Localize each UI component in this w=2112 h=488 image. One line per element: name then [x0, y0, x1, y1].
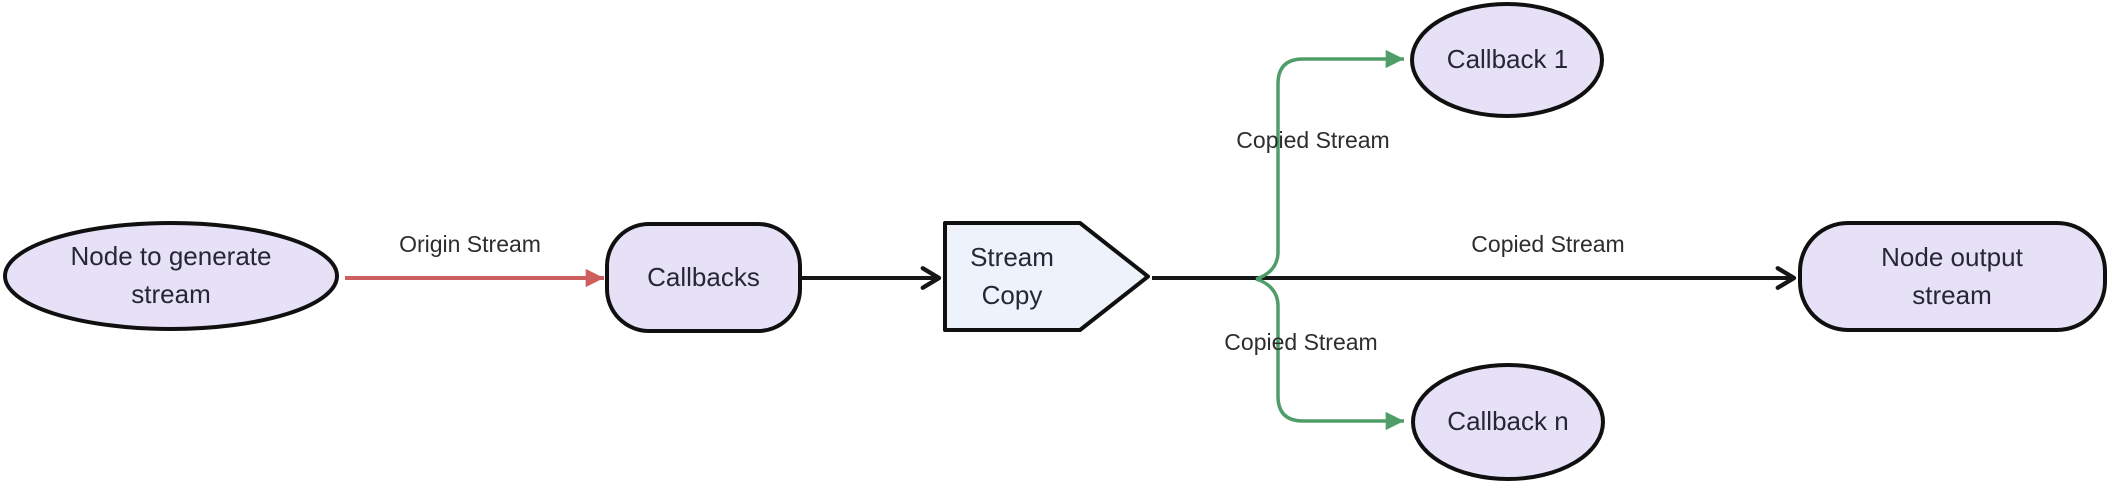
edge-label-copied-stream-main: Copied Stream: [1471, 231, 1625, 257]
node-source-shape: [3, 221, 339, 331]
node-callback-1-label: Callback 1: [1446, 43, 1569, 74]
node-output-label: Node output stream: [1881, 241, 2023, 310]
node-stream-copy-shape: [943, 221, 1150, 332]
edge-copied-stream-bottom: [1255, 277, 1404, 431]
edge-label-copied-stream-top: Copied Stream: [1236, 127, 1390, 153]
node-callback-n-label: Callback n: [1447, 406, 1569, 437]
node-stream-copy-label: Stream Copy: [970, 241, 1054, 310]
node-callback-n-shape: [1411, 363, 1605, 481]
node-callback-1-shape: [1410, 2, 1604, 118]
edge-label-copied-stream-bottom: Copied Stream: [1224, 329, 1378, 355]
edge-copied-stream-top: [1255, 49, 1404, 281]
edge-label-origin-stream: Origin Stream: [399, 231, 541, 257]
node-callbacks-shape: [605, 222, 802, 333]
node-callbacks-label: Callbacks: [647, 261, 760, 292]
node-source-label: Node to generate stream: [70, 241, 272, 309]
node-output-shape: [1798, 221, 2107, 332]
